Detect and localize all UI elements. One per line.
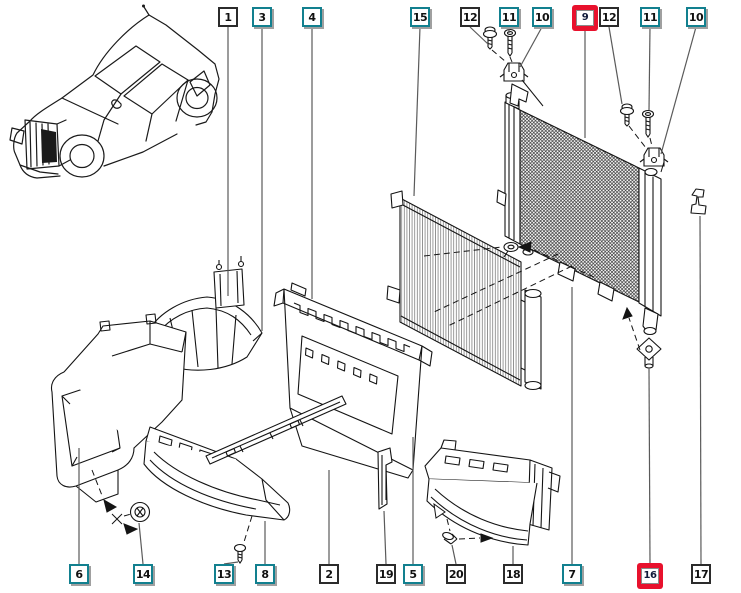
assembly-arrowheads (103, 241, 633, 543)
grommet-14-icon (129, 501, 151, 523)
assembly-connector-lines (521, 79, 665, 173)
callout-20[interactable]: 20 (446, 564, 466, 584)
lower-deflector-left-drawing (143, 426, 291, 521)
callout-17[interactable]: 17 (691, 564, 711, 584)
screw-11-right-icon (641, 109, 655, 138)
callout-3[interactable]: 3 (252, 7, 272, 27)
seal-strip-drawing (205, 395, 347, 465)
callout-15-leader-line (413, 26, 421, 197)
front-panel-drawing (273, 282, 433, 479)
radiator-drawing (496, 83, 662, 336)
side-bracket-drawing (377, 447, 393, 510)
rivet-20-icon (442, 531, 458, 545)
callout-10b[interactable]: 10 (686, 7, 706, 27)
callout-10b-leader-line (660, 26, 697, 155)
callout-10a[interactable]: 10 (532, 7, 552, 27)
callout-18[interactable]: 18 (503, 564, 523, 584)
callout-9[interactable]: 9 (572, 5, 598, 31)
screw-13-icon (233, 543, 247, 564)
callout-8[interactable]: 8 (255, 564, 275, 584)
callout-17-leader-line (699, 215, 702, 565)
callout-14[interactable]: 14 (133, 564, 153, 584)
callout-19[interactable]: 19 (376, 564, 396, 584)
callout-12b-leader-line (608, 26, 623, 105)
lower-deflector-right-drawing (424, 439, 561, 546)
callout-9-label: 9 (576, 10, 594, 26)
callout-5[interactable]: 5 (403, 564, 423, 584)
callout-14-leader-line (138, 522, 144, 565)
callout-12a-leader-line (469, 26, 489, 45)
callout-1[interactable]: 1 (218, 7, 238, 27)
callout-11a[interactable]: 11 (499, 7, 519, 27)
callout-13-leader-line (223, 561, 239, 565)
screw-11-left-icon (503, 28, 517, 57)
callout-12a[interactable]: 12 (460, 7, 480, 27)
callout-2[interactable]: 2 (319, 564, 339, 584)
callout-12b[interactable]: 12 (599, 7, 619, 27)
mount-pad-drawing (636, 337, 662, 369)
callout-6[interactable]: 6 (69, 564, 89, 584)
callout-16-leader-line (648, 367, 651, 564)
callout-leader-lines (78, 26, 702, 565)
bolt-12-right-icon (619, 103, 635, 127)
callout-10a-leader-line (519, 26, 543, 68)
clip-10-right-icon (639, 147, 669, 167)
callout-19-leader-line (383, 510, 387, 565)
bolt-12-left-icon (482, 26, 498, 50)
callout-11b[interactable]: 11 (640, 7, 660, 27)
mounting-plate-drawing (213, 256, 245, 309)
callout-11b-leader-line (648, 26, 651, 111)
assembly-dashed-lines (91, 49, 653, 543)
callout-13[interactable]: 13 (214, 564, 234, 584)
callout-7[interactable]: 7 (562, 564, 582, 584)
retainer-clip-drawing (690, 188, 707, 215)
vehicle-thumbnail (9, 4, 220, 179)
clip-10-left-icon (499, 62, 529, 82)
callout-16[interactable]: 16 (637, 563, 663, 589)
condenser-drawing (386, 190, 542, 391)
air-guide-duct-drawing (50, 313, 187, 503)
callout-16-label: 16 (641, 568, 659, 584)
callout-15[interactable]: 15 (410, 7, 430, 27)
callout-20-leader-line (451, 544, 457, 565)
callout-4[interactable]: 4 (302, 7, 322, 27)
